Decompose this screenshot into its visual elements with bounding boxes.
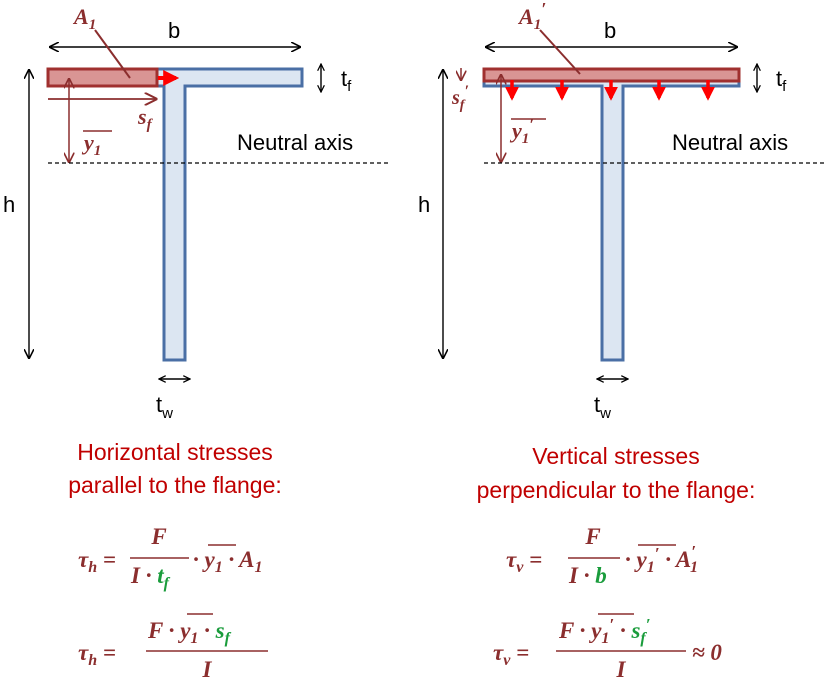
svg-text:F · y1 · sf: F · y1 · sf	[147, 618, 232, 647]
left-a1-leader	[94, 29, 131, 79]
svg-text:≈ 0: ≈ 0	[692, 640, 722, 665]
left-equation-1: τh = F I · tf · y1 · A1	[78, 524, 262, 592]
right-caption-line1: Vertical stresses	[532, 443, 699, 469]
right-label-neutral-axis: Neutral axis	[672, 130, 788, 155]
left-label-tw: tw	[156, 392, 173, 422]
right-label-h: h	[418, 192, 430, 217]
svg-text:F: F	[150, 524, 166, 549]
right-label-y1-prime: y1′	[509, 115, 534, 147]
left-t-beam	[46, 67, 304, 362]
left-area-a1	[46, 67, 159, 88]
right-label-tf: tf	[776, 66, 787, 95]
right-label-b: b	[604, 18, 616, 43]
right-t-beam	[482, 67, 741, 362]
left-caption-line2: parallel to the flange:	[68, 472, 282, 498]
right-a1-leader	[539, 29, 581, 75]
svg-text:· y1 · A1: · y1 · A1	[193, 547, 262, 576]
svg-text:I · b: I · b	[568, 563, 607, 588]
right-label-sf-prime: sf′	[451, 83, 469, 113]
left-label-neutral-axis: Neutral axis	[237, 130, 353, 155]
svg-text:F · y1′ · sf′: F · y1′ · sf′	[558, 615, 651, 647]
left-diagram: b A1 tf sf y1 Neutral axis h tw Horizont…	[3, 4, 390, 682]
right-label-a1-prime: A1′	[517, 0, 546, 33]
right-equation-2: τv = F · y1′ · sf′ I ≈ 0	[493, 613, 722, 682]
left-label-tf: tf	[341, 66, 352, 95]
svg-text:· y1′ · A′1: · y1′ · A′1	[625, 542, 698, 576]
svg-text:F: F	[584, 524, 600, 549]
svg-text:τv =: τv =	[506, 547, 542, 576]
left-label-b: b	[168, 18, 180, 43]
svg-text:I · tf: I · tf	[130, 563, 171, 592]
left-label-y1: y1	[81, 130, 101, 159]
svg-text:τh =: τh =	[78, 547, 116, 576]
left-equation-2: τh = F · y1 · sf I	[78, 613, 268, 682]
right-label-tw: tw	[594, 392, 611, 422]
right-caption-line2: perpendicular to the flange:	[477, 477, 756, 503]
left-caption-line1: Horizontal stresses	[77, 439, 273, 465]
left-label-h: h	[3, 192, 15, 217]
svg-text:I: I	[202, 657, 213, 682]
right-equation-1: τv = F I · b · y1′ · A′1	[506, 524, 698, 588]
svg-text:τv =: τv =	[493, 640, 529, 669]
right-diagram: b A1′ tf sf′ y1′ Neutral axis h tw Verti…	[418, 0, 826, 682]
right-shear-arrows	[505, 80, 715, 101]
right-area-a1	[482, 67, 741, 83]
left-label-a1: A1	[72, 4, 96, 33]
left-label-sf: sf	[137, 104, 154, 133]
svg-text:I: I	[616, 657, 627, 682]
svg-text:τh =: τh =	[78, 640, 116, 669]
